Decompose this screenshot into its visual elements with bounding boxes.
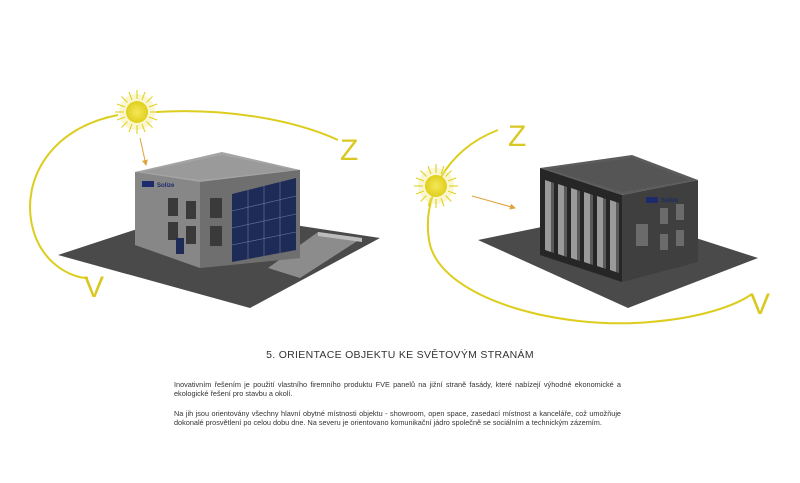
left-building-roof-inner (142, 155, 294, 180)
left-sunray-arrow (139, 137, 148, 166)
right-east-windows (636, 204, 684, 250)
right-logo-word: Solize (661, 198, 679, 204)
left-label-v: V (84, 271, 104, 304)
left-sun-icon (115, 90, 159, 134)
left-building-logo: Solize (142, 181, 175, 189)
description: Inovativním řešením je použití vlastního… (174, 380, 621, 438)
right-sun-icon (414, 164, 458, 208)
left-ramp-edge (318, 232, 362, 242)
description-paragraph-2: Na jih jsou orientovány všechny hlavní o… (174, 408, 621, 428)
right-facade-fin-shadows (551, 182, 619, 273)
right-label-v: V (750, 288, 770, 321)
left-logo-word: Solize (157, 183, 175, 189)
left-sun-orbit-upper (155, 110, 339, 141)
right-facade-fins (545, 180, 616, 272)
left-sun-orbit (29, 114, 119, 279)
left-entrance-door (176, 238, 184, 254)
right-diagram: Solize Z V (414, 120, 770, 325)
right-sunray-arrow (471, 195, 516, 210)
right-label-z: Z (508, 120, 526, 153)
description-paragraph-1: Inovativním řešením je použití vlastního… (174, 380, 621, 399)
orientation-diagrams: Solize Z V (29, 90, 770, 325)
right-building-logo: Solize (646, 197, 679, 204)
left-diagram: Solize Z V (29, 90, 380, 308)
left-west-windows (168, 198, 222, 246)
left-label-z: Z (340, 134, 358, 167)
left-pv-grid (231, 182, 297, 259)
section-title: 5. ORIENTACE OBJEKTU KE SVĚTOVÝM STRANÁM (266, 349, 534, 361)
left-ramp (268, 232, 362, 278)
